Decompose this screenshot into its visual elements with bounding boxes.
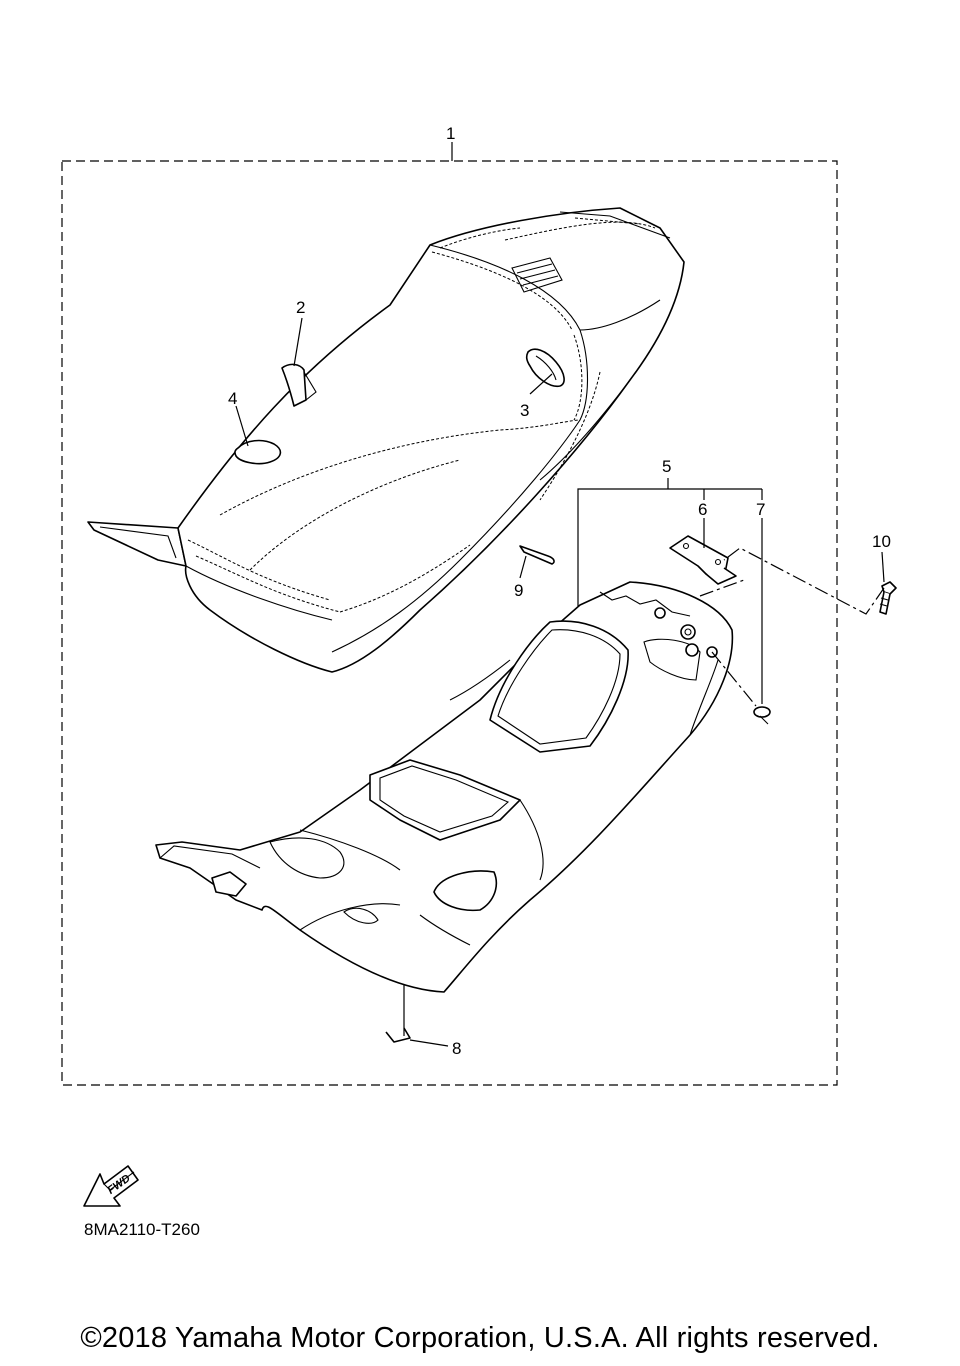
bolt xyxy=(879,581,897,615)
callout-9: 9 xyxy=(514,581,523,600)
callout-7: 7 xyxy=(756,500,765,519)
clip xyxy=(519,545,555,565)
callout-8: 8 xyxy=(452,1039,461,1058)
latch-bracket xyxy=(669,535,737,585)
seat-strap xyxy=(281,363,317,407)
fwd-arrow-icon: FWD xyxy=(83,1165,139,1207)
callout-10: 10 xyxy=(872,532,891,551)
copyright-notice: ©2018 Yamaha Motor Corporation, U.S.A. A… xyxy=(80,1322,880,1354)
seat-emblem-front xyxy=(234,439,282,465)
callout-6: 6 xyxy=(698,500,707,519)
seat-cushion xyxy=(87,207,685,673)
callout-2: 2 xyxy=(296,298,305,317)
clip-bottom xyxy=(385,1027,411,1043)
callout-1: 1 xyxy=(446,124,455,143)
seat-base xyxy=(155,581,734,993)
seat-emblem xyxy=(525,348,565,388)
grommet xyxy=(753,706,771,725)
callout-4: 4 xyxy=(228,389,237,408)
assembly-boundary xyxy=(61,160,838,1086)
diagram-code: 8MA2110-T260 xyxy=(84,1220,200,1239)
callout-3: 3 xyxy=(520,401,529,420)
leader-lines xyxy=(235,142,885,1047)
callout-5: 5 xyxy=(662,457,671,476)
